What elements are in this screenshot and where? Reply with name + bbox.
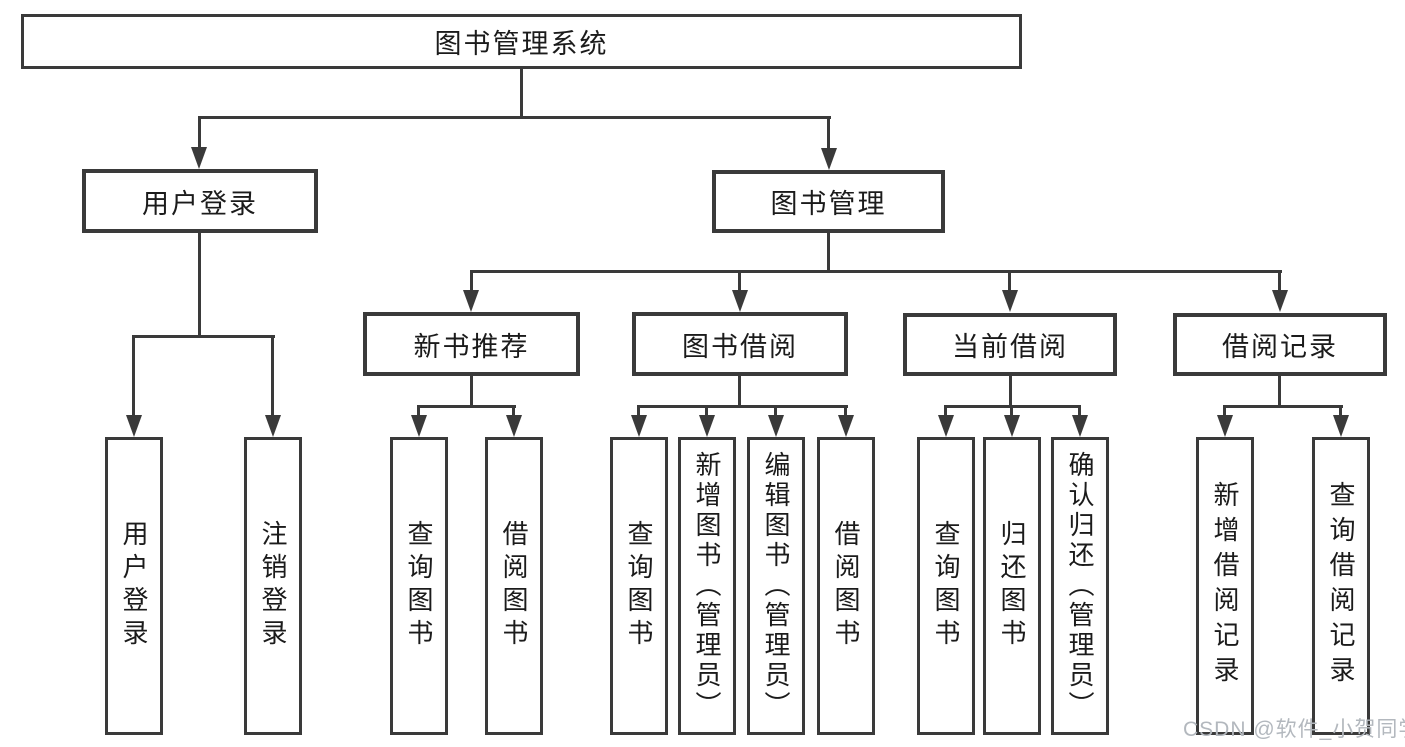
node-user-login: 用户登录 — [82, 169, 318, 233]
leaf-borrow-book-recommend-label: 借阅图书 — [499, 520, 529, 652]
connector-segment — [944, 405, 947, 417]
connector-segment — [827, 233, 830, 272]
leaf-borrow-book-borrowing-label: 借阅图书 — [831, 520, 861, 652]
leaf-user-login-label: 用户登录 — [119, 520, 149, 652]
arrow-down-icon — [821, 148, 837, 170]
connector-segment — [512, 405, 515, 417]
arrow-down-icon — [838, 415, 854, 437]
connector-segment — [1223, 405, 1343, 408]
leaf-query-book-borrowing: 查询图书 — [610, 437, 668, 735]
connector-segment — [470, 270, 1282, 273]
arrow-down-icon — [1072, 415, 1088, 437]
arrow-down-icon — [1002, 290, 1018, 312]
node-root-label: 图书管理系统 — [434, 29, 609, 59]
connector-segment — [271, 335, 274, 417]
connector-segment — [470, 270, 473, 292]
node-book-borrowing-label: 图书借阅 — [682, 331, 798, 362]
leaf-return-book-label: 归还图书 — [997, 520, 1027, 652]
connector-segment — [705, 405, 708, 417]
connector-segment — [1008, 270, 1011, 292]
leaf-query-book-recommend-label: 查询图书 — [404, 520, 434, 652]
leaf-borrow-book-recommend: 借阅图书 — [485, 437, 543, 735]
leaf-add-borrow-record-label: 新增借阅记录 — [1210, 481, 1240, 691]
connector-segment — [1339, 405, 1342, 417]
arrow-down-icon — [938, 415, 954, 437]
leaf-confirm-return-admin: 确认归还（管理员） — [1051, 437, 1109, 735]
node-library-management-system: 图书管理系统 — [21, 14, 1022, 69]
node-current-borrowing: 当前借阅 — [903, 313, 1117, 376]
leaf-edit-book-admin: 编辑图书（管理员） — [747, 437, 805, 735]
connector-segment — [1278, 270, 1281, 292]
leaf-edit-book-admin-label: 编辑图书（管理员） — [761, 451, 791, 721]
connector-segment — [132, 335, 135, 417]
leaf-logout-label: 注销登录 — [258, 520, 288, 652]
leaf-query-book-recommend: 查询图书 — [390, 437, 448, 735]
connector-segment — [1010, 405, 1013, 417]
node-book-management: 图书管理 — [712, 170, 945, 233]
arrow-down-icon — [265, 415, 281, 437]
connector-segment — [637, 405, 848, 408]
arrow-down-icon — [732, 290, 748, 312]
connector-segment — [844, 405, 847, 417]
node-book-management-label: 图书管理 — [770, 189, 887, 219]
node-borrowing-records: 借阅记录 — [1173, 313, 1387, 376]
leaf-confirm-return-admin-label: 确认归还（管理员） — [1065, 451, 1095, 721]
connector-segment — [198, 233, 201, 338]
leaf-borrow-book-borrowing: 借阅图书 — [817, 437, 875, 735]
node-book-borrowing: 图书借阅 — [632, 312, 848, 376]
leaf-add-book-admin-label: 新增图书（管理员） — [692, 451, 722, 721]
leaf-query-book-current-label: 查询图书 — [931, 520, 961, 652]
leaf-query-borrow-record-label: 查询借阅记录 — [1326, 481, 1356, 691]
arrow-down-icon — [191, 147, 207, 169]
connector-segment — [417, 405, 516, 408]
connector-segment — [1078, 405, 1081, 417]
node-borrowing-records-label: 借阅记录 — [1222, 332, 1338, 362]
node-user-login-label: 用户登录 — [142, 188, 258, 219]
connector-segment — [774, 405, 777, 417]
connector-segment — [1223, 405, 1226, 417]
connector-segment — [132, 335, 275, 338]
connector-segment — [738, 376, 741, 408]
arrow-down-icon — [631, 415, 647, 437]
leaf-query-book-borrowing-label: 查询图书 — [624, 520, 654, 652]
leaf-logout: 注销登录 — [244, 437, 302, 735]
leaf-add-borrow-record: 新增借阅记录 — [1196, 437, 1254, 735]
leaf-query-borrow-record: 查询借阅记录 — [1312, 437, 1370, 735]
connector-segment — [417, 405, 420, 417]
arrow-down-icon — [1217, 415, 1233, 437]
connector-segment — [198, 116, 201, 149]
node-current-borrowing-label: 当前借阅 — [952, 332, 1068, 362]
arrow-down-icon — [463, 290, 479, 312]
arrow-down-icon — [699, 415, 715, 437]
leaf-return-book: 归还图书 — [983, 437, 1041, 735]
arrow-down-icon — [1004, 415, 1020, 437]
connector-segment — [520, 69, 523, 118]
connector-segment — [637, 405, 640, 417]
leaf-query-book-current: 查询图书 — [917, 437, 975, 735]
arrow-down-icon — [1272, 290, 1288, 312]
connector-segment — [470, 376, 473, 408]
csdn-watermark: CSDN @软件_小贺同学 — [1183, 718, 1405, 741]
arrow-down-icon — [768, 415, 784, 437]
leaf-user-login: 用户登录 — [105, 437, 163, 735]
node-new-book-recommendation-label: 新书推荐 — [413, 331, 530, 362]
node-new-book-recommendation: 新书推荐 — [363, 312, 580, 376]
connector-segment — [738, 270, 741, 292]
connector-segment — [1278, 376, 1281, 408]
connector-segment — [1009, 376, 1012, 408]
arrow-down-icon — [506, 415, 522, 437]
arrow-down-icon — [1333, 415, 1349, 437]
connector-segment — [198, 116, 831, 119]
leaf-add-book-admin: 新增图书（管理员） — [678, 437, 736, 735]
arrow-down-icon — [126, 415, 142, 437]
arrow-down-icon — [411, 415, 427, 437]
connector-segment — [827, 116, 830, 149]
